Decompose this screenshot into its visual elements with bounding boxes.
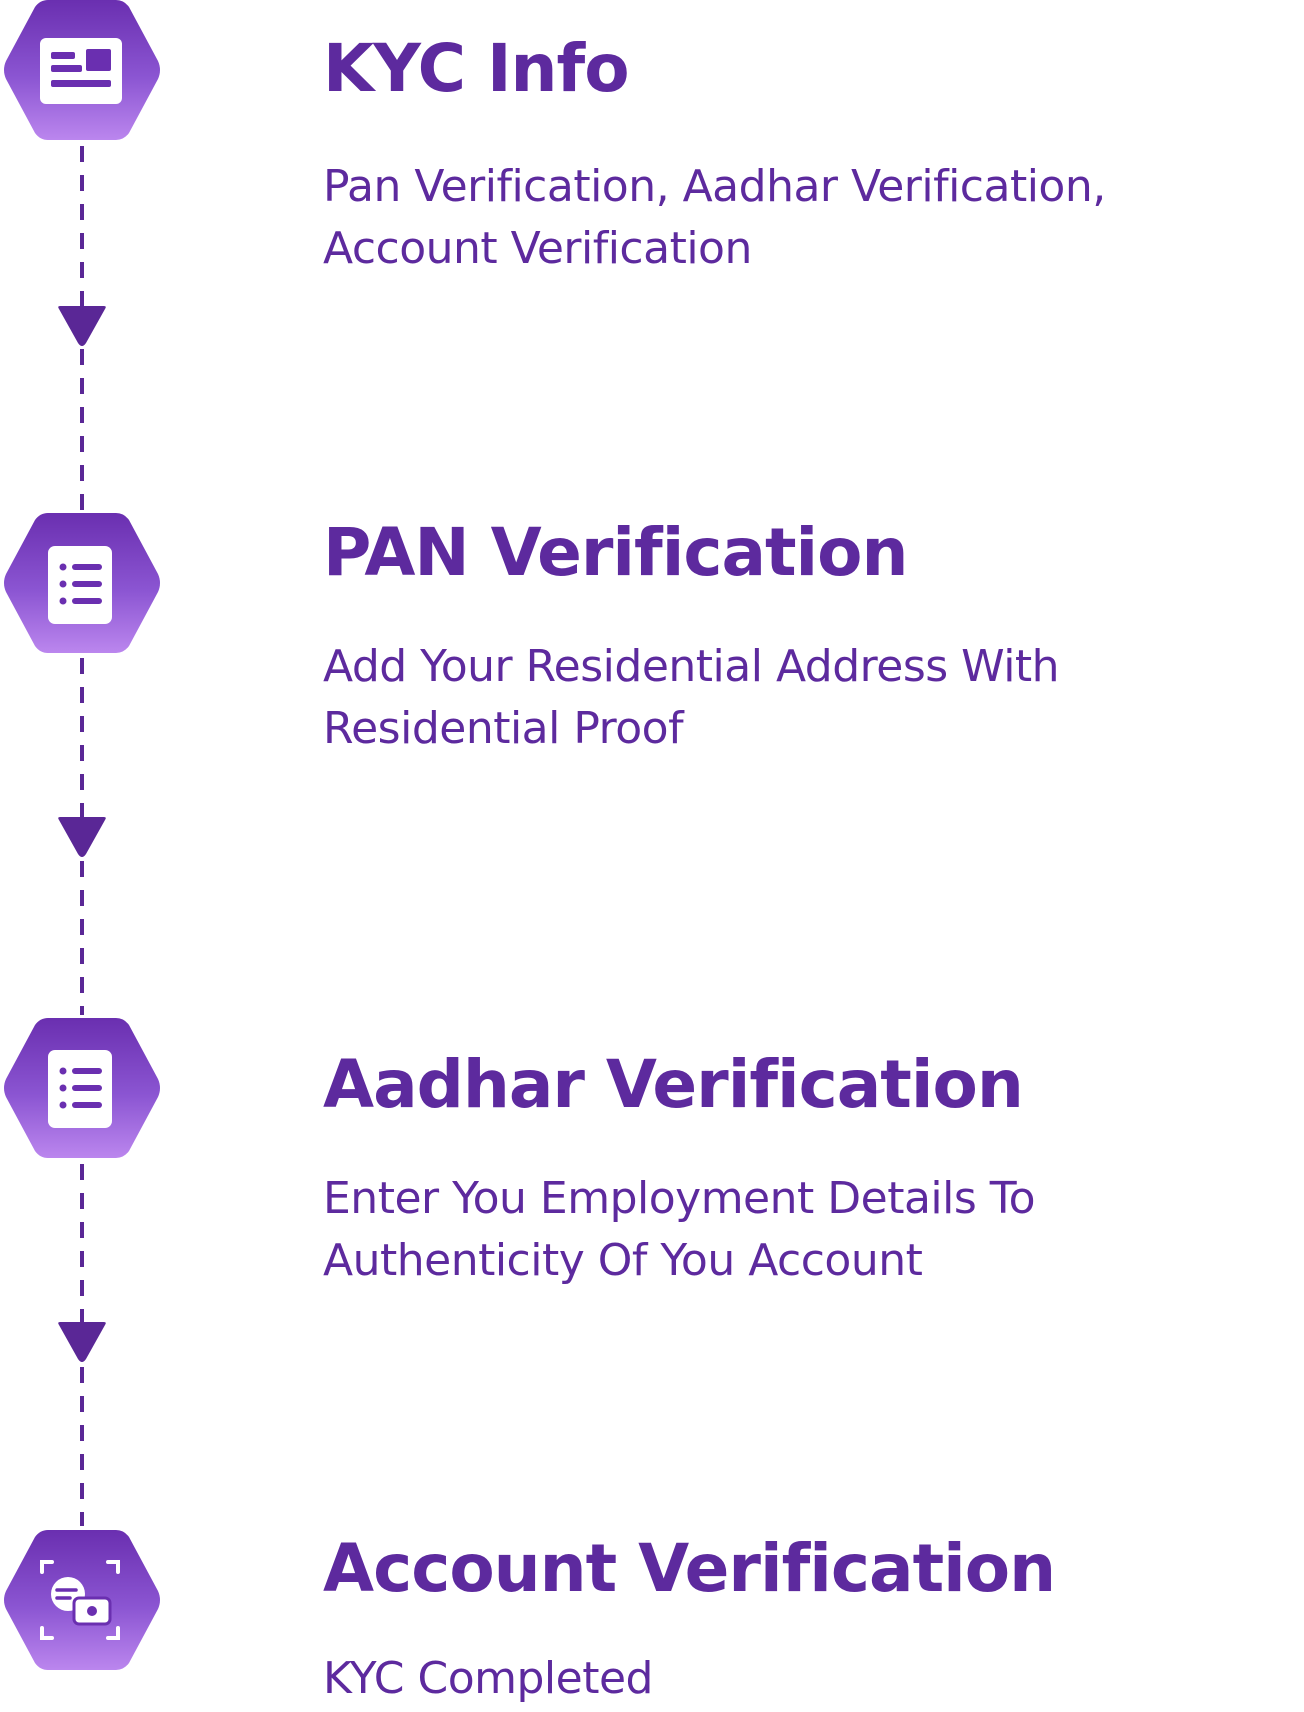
step-account-verification: Account Verification KYC Completed bbox=[323, 1530, 1283, 1710]
id-card-icon bbox=[40, 38, 122, 104]
step-title: PAN Verification bbox=[323, 514, 909, 591]
step-1-hexagon bbox=[4, 0, 160, 140]
face-scan-icon bbox=[40, 1560, 120, 1640]
step-title: KYC Info bbox=[323, 30, 630, 107]
step-2-hexagon bbox=[4, 513, 160, 653]
timeline bbox=[4, 0, 160, 1670]
step-3-hexagon bbox=[4, 1018, 160, 1158]
document-list-icon bbox=[48, 546, 112, 624]
arrow-down-icon bbox=[58, 306, 106, 346]
step-title: Aadhar Verification bbox=[323, 1046, 1024, 1123]
step-description: Pan Verification, Aadhar Verification, A… bbox=[323, 161, 1106, 274]
step-4-hexagon bbox=[4, 1530, 160, 1670]
step-aadhar-verification: Aadhar Verification Enter You Employment… bbox=[323, 1046, 1283, 1292]
step-description: Enter You Employment Details To Authenti… bbox=[323, 1173, 1036, 1286]
document-list-icon bbox=[48, 1050, 112, 1128]
step-title: Account Verification bbox=[323, 1530, 1056, 1607]
arrow-down-icon bbox=[58, 817, 106, 857]
step-description: KYC Completed bbox=[323, 1653, 653, 1704]
arrow-down-icon bbox=[58, 1322, 106, 1362]
step-description: Add Your Residential Address With Reside… bbox=[323, 641, 1060, 754]
step-pan-verification: PAN Verification Add Your Residential Ad… bbox=[323, 514, 1283, 760]
step-kyc-info: KYC Info Pan Verification, Aadhar Verifi… bbox=[323, 30, 1283, 280]
